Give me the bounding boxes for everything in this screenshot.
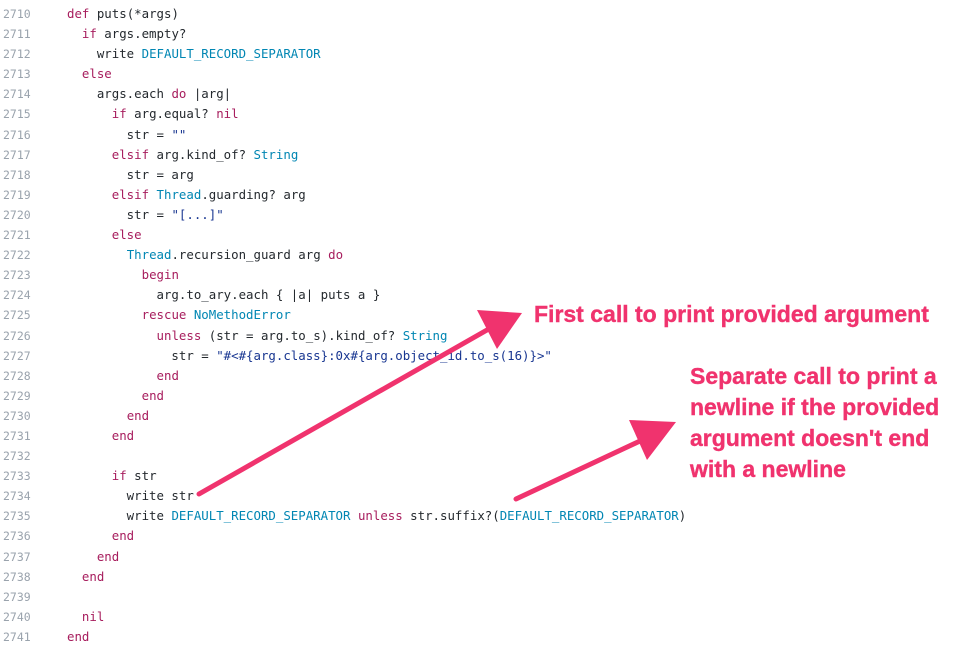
code-text: arg.to_ary.each { |a| puts a }: [67, 287, 381, 303]
annotation-separate-call: Separate call to print a newline if the …: [690, 363, 940, 482]
code-line: 2713 else: [0, 64, 980, 84]
line-number: 2716: [3, 127, 31, 142]
line-number: 2733: [3, 469, 31, 484]
code-line: 2710 def puts(*args): [0, 4, 980, 24]
line-number: 2720: [3, 207, 31, 222]
code-line: 2711 if args.empty?: [0, 24, 980, 44]
code-text: end: [111, 528, 135, 544]
code-line: 2719 elsif Thread.guarding? arg: [0, 185, 980, 205]
code-line: 2714 args.each do |arg|: [0, 84, 980, 104]
line-number: 2739: [3, 589, 31, 604]
line-number: 2729: [3, 388, 31, 403]
code-text: begin: [141, 267, 179, 283]
code-text: if arg.equal? nil: [111, 106, 239, 122]
line-number: 2736: [3, 529, 31, 544]
line-number: 2728: [3, 368, 31, 383]
code-text: str = "#<#{arg.class}:0x#{arg.object_id.…: [67, 347, 552, 363]
code-line: 2739: [0, 587, 980, 607]
line-number: 2721: [3, 228, 31, 243]
code-line: 2723 begin: [0, 265, 980, 285]
line-number: 2724: [3, 288, 31, 303]
line-number: 2735: [3, 509, 31, 524]
code-text: args.each do |arg|: [67, 86, 232, 102]
code-text: str = "[...]": [67, 206, 224, 222]
code-text: else: [81, 66, 112, 82]
code-line: 2720 str = "[...]": [0, 205, 980, 225]
line-number: 2730: [3, 408, 31, 423]
code-line: 2740 nil: [0, 607, 980, 627]
code-text: rescue NoMethodError: [141, 307, 291, 323]
code-line: 2722 Thread.recursion_guard arg do: [0, 245, 980, 265]
line-number: 2737: [3, 549, 31, 564]
line-number: 2723: [3, 268, 31, 283]
line-number: 2726: [3, 328, 31, 343]
code-text: write DEFAULT_RECORD_SEPARATOR unless st…: [67, 508, 687, 524]
code-text: if str: [111, 468, 157, 484]
code-line: 2728 end: [0, 366, 980, 386]
line-number: 2722: [3, 248, 31, 263]
line-number: 2740: [3, 609, 31, 624]
code-line: 2721 else: [0, 225, 980, 245]
code-text: elsif Thread.guarding? arg: [111, 186, 306, 202]
line-number: 2713: [3, 67, 31, 82]
code-text: write DEFAULT_RECORD_SEPARATOR: [67, 46, 321, 62]
code-text: end: [126, 407, 150, 423]
line-number: 2732: [3, 449, 31, 464]
line-number: 2718: [3, 167, 31, 182]
code-line: 2733 if str: [0, 466, 980, 486]
code-line: 2737 end: [0, 547, 980, 567]
code-line: 2735 write DEFAULT_RECORD_SEPARATOR unle…: [0, 506, 980, 526]
code-line: 2715 if arg.equal? nil: [0, 104, 980, 124]
code-text: str = arg: [67, 166, 194, 182]
code-line: 2736 end: [0, 526, 980, 546]
line-number: 2725: [3, 308, 31, 323]
code-line: 2724 arg.to_ary.each { |a| puts a }: [0, 285, 980, 305]
code-line: 2717 elsif arg.kind_of? String: [0, 145, 980, 165]
code-text: end: [156, 367, 179, 383]
code-line: 2712 write DEFAULT_RECORD_SEPARATOR: [0, 44, 980, 64]
code-text: def puts(*args): [67, 6, 179, 21]
line-number: 2731: [3, 428, 31, 443]
code-text: elsif arg.kind_of? String: [111, 146, 299, 162]
code-line: 2732: [0, 446, 980, 466]
line-number: 2741: [3, 629, 31, 644]
line-number: 2717: [3, 147, 31, 162]
code-line: 2730 end: [0, 406, 980, 426]
line-number: 2714: [3, 87, 31, 102]
code-line: 2741 end: [0, 627, 980, 647]
line-number: 2727: [3, 348, 31, 363]
line-number: 2715: [3, 107, 31, 122]
code-line: 2729 end: [0, 386, 980, 406]
code-text: end: [67, 628, 90, 644]
code-line: 2738 end: [0, 567, 980, 587]
annotation-first-call: First call to print provided argument: [534, 301, 929, 327]
code-line: 2716 str = "": [0, 125, 980, 145]
code-line: 2734 write str: [0, 486, 980, 506]
code-text: end: [81, 568, 105, 584]
line-number: 2710: [3, 7, 31, 21]
code-text: str = "": [67, 126, 187, 142]
code-line: 2718 str = arg: [0, 165, 980, 185]
code-text: end: [96, 548, 120, 564]
line-number: 2712: [3, 47, 31, 62]
code-text: else: [111, 227, 142, 243]
code-line: 2725 rescue NoMethodError: [0, 305, 980, 325]
line-number: 2711: [3, 27, 31, 42]
code-line: 2731 end: [0, 426, 980, 446]
code-text: if args.empty?: [81, 26, 187, 42]
line-number: 2738: [3, 569, 31, 584]
code-text: write str: [67, 488, 194, 504]
code-text: end: [111, 427, 135, 443]
line-number: 2734: [3, 489, 31, 504]
code-text: unless (str = arg.to_s).kind_of? String: [156, 327, 448, 343]
code-text: nil: [81, 608, 105, 624]
code-text: end: [141, 387, 164, 403]
code-text: Thread.recursion_guard arg do: [126, 247, 344, 263]
line-number: 2719: [3, 187, 31, 202]
